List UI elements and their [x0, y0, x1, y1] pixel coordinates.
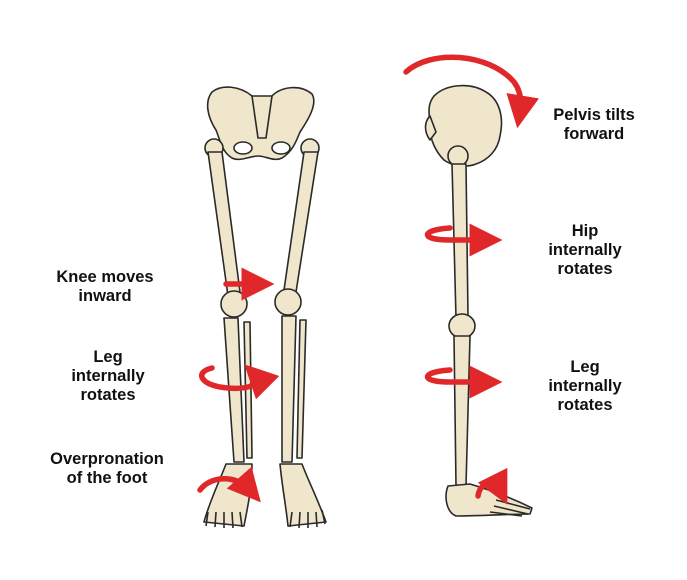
- arrows: [197, 54, 539, 505]
- front-toes-right: [289, 509, 326, 529]
- leg-side-label-line1: Leg: [570, 358, 600, 376]
- front-obturator-left: [233, 141, 253, 155]
- front-femur-left: [207, 151, 241, 297]
- hip-rotation-arrow: [425, 223, 503, 257]
- front-toes-left: [205, 511, 243, 529]
- pelvis-tilt-arrow: [403, 54, 539, 129]
- hip-label-line2: internally: [548, 241, 622, 259]
- side-pelvis-notch: [424, 115, 437, 141]
- foot-label-line1: Overpronation: [50, 450, 164, 468]
- front-obturator-right: [271, 141, 291, 155]
- front-foot-left: [203, 463, 253, 527]
- side-knee: [448, 313, 476, 339]
- foot-label: Overpronation of the foot: [40, 450, 174, 488]
- leg-side-label-line2: internally: [548, 377, 622, 395]
- knee-label-line1: Knee moves: [56, 268, 154, 286]
- side-tibia: [453, 335, 471, 487]
- leg-front-label-line2: internally: [71, 367, 145, 385]
- foot-pronation-arrow: [197, 466, 261, 503]
- front-foot-right: [279, 463, 327, 527]
- leg-side-label: Leg internally rotates: [530, 358, 640, 415]
- leg-rotation-arrow-front: [199, 364, 280, 400]
- foot-label-line2: of the foot: [66, 469, 148, 487]
- pelvis-label: Pelvis tilts forward: [536, 106, 652, 144]
- knee-label: Knee moves inward: [40, 268, 170, 306]
- pelvis-label-line2: forward: [563, 125, 625, 143]
- hip-label-line3: rotates: [557, 260, 613, 278]
- knee-label-line2: inward: [78, 287, 132, 305]
- front-fibula-right: [296, 319, 307, 459]
- front-skeleton: [203, 86, 327, 529]
- front-knee-left: [220, 290, 248, 318]
- hip-label: Hip internally rotates: [530, 222, 640, 279]
- leg-front-label-line3: rotates: [80, 386, 136, 404]
- pelvis-label-line1: Pelvis tilts: [553, 106, 635, 124]
- leg-rotation-arrow-side: [425, 365, 503, 399]
- leg-front-label-line1: Leg: [93, 348, 123, 366]
- side-skeleton: [424, 84, 533, 517]
- hip-label-line1: Hip: [571, 222, 599, 240]
- leg-front-label: Leg internally rotates: [58, 348, 158, 405]
- front-knee-right: [274, 288, 302, 316]
- front-tibia-right: [281, 315, 297, 463]
- foot-side-arrow: [475, 467, 508, 505]
- leg-side-label-line3: rotates: [557, 396, 613, 414]
- front-femur-right: [283, 151, 319, 293]
- side-femoral-head: [447, 145, 469, 167]
- front-sacrum: [251, 95, 273, 139]
